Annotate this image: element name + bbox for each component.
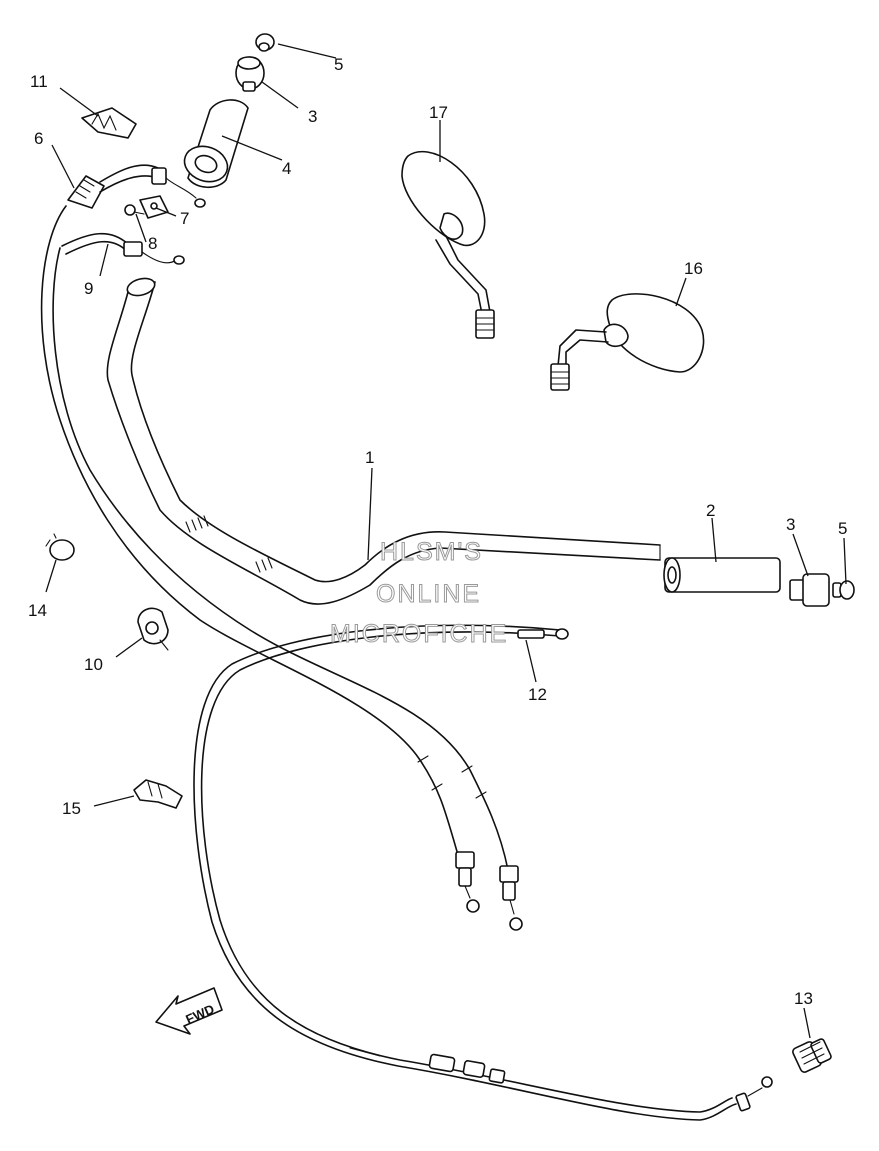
clamp-14[interactable] — [45, 533, 75, 561]
callout-12: 12 — [528, 685, 547, 704]
bar-end-weight-left[interactable] — [235, 56, 265, 92]
switch-cable[interactable] — [61, 232, 185, 265]
starter-plate[interactable] — [139, 195, 169, 219]
throttle-grip[interactable] — [180, 99, 249, 189]
mirror-right[interactable] — [550, 293, 705, 391]
callout-5-right: 5 — [838, 519, 847, 538]
bar-end-weight-right[interactable] — [789, 573, 830, 607]
callout-15: 15 — [62, 799, 81, 818]
callouts: 1 2 3 3 4 5 5 6 7 8 9 10 11 12 13 14 15 … — [28, 55, 847, 1008]
cable-adjuster[interactable] — [792, 1038, 832, 1073]
callout-7: 7 — [180, 209, 189, 228]
clamp-10[interactable] — [137, 607, 169, 651]
throttle-cables[interactable] — [40, 205, 509, 871]
callout-6: 6 — [34, 129, 43, 148]
starter-cable-fitting[interactable] — [67, 164, 206, 209]
watermark-line-1: HLSM'S — [380, 538, 483, 566]
callout-9: 9 — [84, 279, 93, 298]
callout-14: 14 — [28, 601, 47, 620]
clutch-cable[interactable] — [193, 624, 773, 1121]
watermark-line-3: MICROFICHE — [330, 620, 508, 648]
cable-guide[interactable] — [81, 107, 137, 139]
watermark: HLSM'S ONLINE MICROFICHE — [330, 538, 508, 649]
callout-13: 13 — [794, 989, 813, 1008]
bar-end-screw-right[interactable] — [832, 580, 855, 600]
forward-direction-arrow: FWD — [155, 987, 223, 1035]
handlebar[interactable] — [106, 276, 661, 605]
callout-4: 4 — [282, 159, 291, 178]
callout-11: 11 — [30, 72, 48, 91]
bar-end-screw-left[interactable] — [255, 33, 275, 52]
callout-8: 8 — [148, 234, 157, 253]
mirror-left[interactable] — [401, 150, 495, 339]
callout-10: 10 — [84, 655, 103, 674]
watermark-line-2: ONLINE — [376, 580, 481, 608]
throttle-cable-end-1[interactable] — [455, 851, 480, 913]
callout-3-right: 3 — [786, 515, 795, 534]
starter-screw[interactable] — [124, 204, 145, 216]
callout-1: 1 — [365, 448, 374, 467]
callout-3-left: 3 — [308, 107, 317, 126]
callout-5-left: 5 — [334, 55, 343, 74]
callout-2: 2 — [706, 501, 715, 520]
throttle-cable-end-2[interactable] — [499, 865, 523, 931]
leader-lines — [45, 43, 847, 1039]
clamp-15[interactable] — [133, 779, 183, 809]
callout-17: 17 — [429, 103, 448, 122]
callout-16: 16 — [684, 259, 703, 278]
right-grip[interactable] — [663, 557, 781, 593]
